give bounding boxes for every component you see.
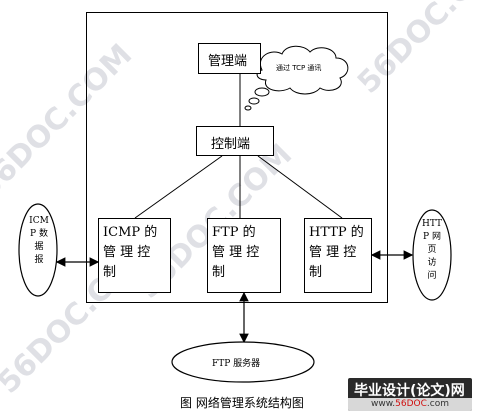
controller-box: 控制端 (196, 126, 274, 156)
ftp-module-line3: 制 (212, 265, 226, 280)
icmp-report-ellipse (18, 203, 58, 297)
ftp-module-box: FTP 的 管 理 控 制 (207, 218, 281, 293)
ftp-server-ellipse (171, 341, 315, 383)
http-module-line3: 制 (309, 265, 323, 280)
http-access-line: HTT (421, 219, 443, 229)
watermark-badge-title: 毕业设计(论文)网 (354, 383, 465, 399)
icmp-report-line: 据 (34, 242, 44, 252)
icmp-report-text: ICM P 数 据 报 (24, 215, 54, 267)
badge-url-brand: 56DOC (395, 399, 427, 409)
http-access-line: 问 (427, 271, 437, 281)
ftp-module-line1: FTP 的 (212, 225, 256, 240)
icmp-report-line: 报 (34, 255, 44, 265)
controller-http-link (257, 155, 343, 219)
http-access-text: HTT P 网 页 访 问 (417, 218, 447, 283)
http-module-line2: 管 理 控 (309, 245, 357, 260)
controller-icmp-link (134, 155, 223, 219)
tcp-cloud (244, 45, 349, 111)
icmp-module-line3: 制 (103, 265, 117, 280)
controller-label: 控制端 (211, 137, 251, 152)
icmp-report-line: ICM (29, 216, 49, 226)
http-module-line1: HTTP 的 (309, 225, 364, 240)
manager-label: 管理端 (208, 54, 248, 69)
icmp-module-line1: ICMP 的 (103, 225, 158, 240)
http-module-box: HTTP 的 管 理 控 制 (304, 218, 372, 293)
http-access-ellipse (412, 209, 452, 301)
ftp-module-line2: 管 理 控 (212, 245, 260, 260)
http-access-line: 页 (427, 245, 437, 255)
watermark-badge-url: www.56DOC.com (348, 398, 472, 411)
badge-url-suffix: .com (426, 399, 449, 409)
ftp-server-label: FTP 服务器 (212, 359, 261, 369)
http-access-line: 访 (427, 258, 437, 268)
badge-url-prefix: www. (371, 399, 396, 409)
cloud-label: 通过 TCP 通讯 (276, 64, 322, 72)
icmp-module-line2: 管 理 控 (103, 245, 151, 260)
http-access-line: P 网 (423, 232, 441, 242)
system-frame (86, 12, 388, 303)
watermark-badge: 毕业设计(论文)网 www.56DOC.com (348, 378, 472, 411)
icmp-report-line: P 数 (30, 229, 48, 239)
manager-box: 管理端 (198, 43, 261, 74)
figure-caption: 图 网络管理系统结构图 (180, 396, 304, 410)
icmp-module-box: ICMP 的 管 理 控 制 (98, 218, 171, 293)
